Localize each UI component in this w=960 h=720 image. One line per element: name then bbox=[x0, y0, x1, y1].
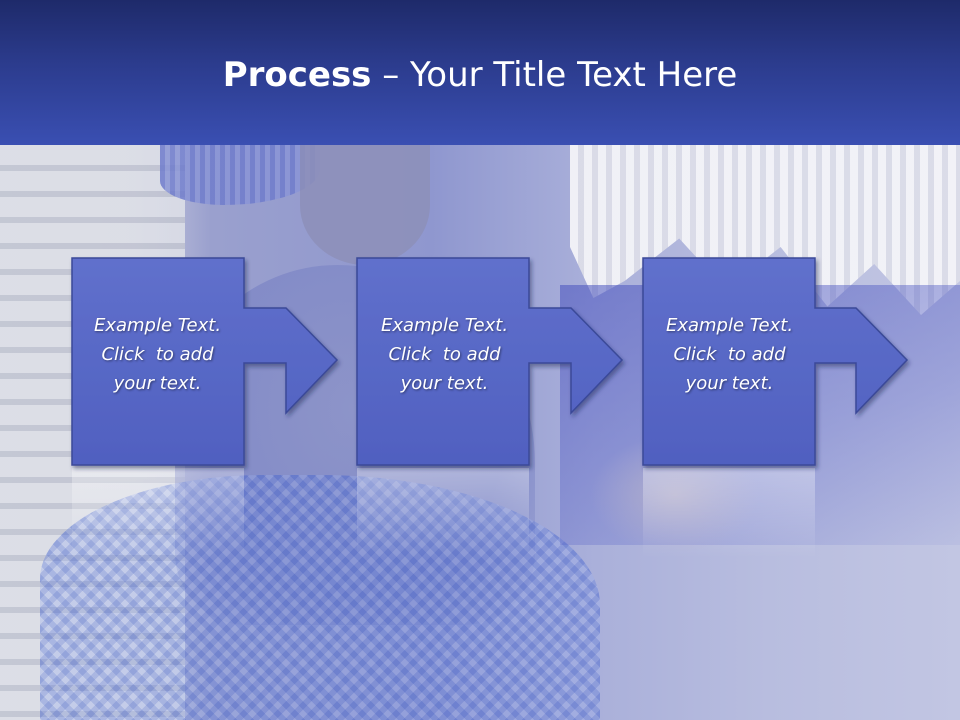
step-2-line-2: Click to add bbox=[388, 344, 501, 365]
step-3-reflection bbox=[643, 468, 815, 558]
step-2-line-3: your text. bbox=[400, 373, 489, 394]
step-3-line-3: your text. bbox=[685, 373, 774, 394]
title-bar: Process – Your Title Text Here bbox=[0, 0, 960, 145]
step-1-line-2: Click to add bbox=[101, 344, 214, 365]
step-2-text[interactable]: Example Text. Click to add your text. bbox=[357, 311, 532, 398]
title-bold: Process bbox=[222, 55, 372, 95]
step-1-reflection bbox=[72, 468, 244, 558]
step-1-arrow-shape[interactable] bbox=[71, 257, 339, 466]
step-reflections bbox=[72, 468, 815, 558]
title-rest: – Your Title Text Here bbox=[371, 55, 738, 95]
step-1-line-1: Example Text. bbox=[93, 315, 222, 336]
step-3-line-1: Example Text. bbox=[665, 315, 794, 336]
step-3-text[interactable]: Example Text. Click to add your text. bbox=[642, 311, 817, 398]
step-2-arrow-shape[interactable] bbox=[356, 257, 624, 466]
step-1-text[interactable]: Example Text. Click to add your text. bbox=[70, 311, 245, 398]
step-2-line-1: Example Text. bbox=[380, 315, 509, 336]
slide-title[interactable]: Process – Your Title Text Here bbox=[0, 52, 960, 98]
step-2-reflection bbox=[357, 468, 529, 558]
step-3-line-2: Click to add bbox=[673, 344, 786, 365]
step-3-arrow-shape[interactable] bbox=[642, 257, 909, 466]
photo-head bbox=[300, 145, 430, 265]
step-1-line-3: your text. bbox=[113, 373, 202, 394]
